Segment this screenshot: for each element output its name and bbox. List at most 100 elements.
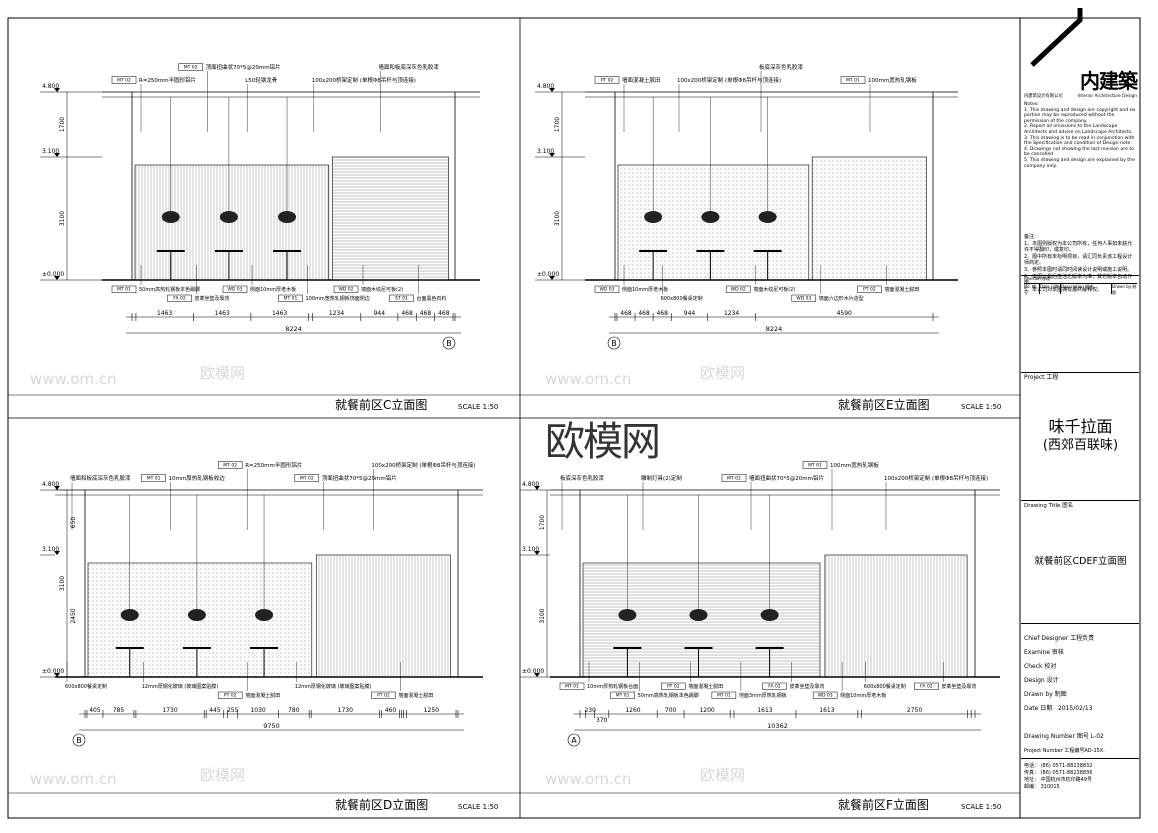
material-callout: 皮革坐垫及靠背 xyxy=(195,295,230,302)
material-callout: 10mm厚热轧钢板收边 xyxy=(169,474,226,482)
elevation-title: 就餐前区D立面图 xyxy=(335,797,428,812)
level-label: 3.100 xyxy=(537,148,554,155)
material-code-tag xyxy=(914,682,939,690)
material-callout: 墙面混凝土腻田 xyxy=(688,683,723,690)
level-label: 4.800 xyxy=(522,481,539,488)
vertical-dimension: 3100 xyxy=(59,576,66,591)
pendant-lamp-icon xyxy=(758,211,777,223)
material-callout: 600x800餐桌定制 xyxy=(661,295,703,302)
dimension-value: 1200 xyxy=(699,707,714,714)
material-code: PT 02 xyxy=(863,287,876,293)
material-callout: 12mm厚钢化玻璃 (玻璃图案贴膜) xyxy=(295,683,372,690)
dimension-value: 1250 xyxy=(424,707,439,714)
material-code: ST 01 xyxy=(395,296,408,302)
material-code: MT 02 xyxy=(300,476,314,482)
notes-cn-heading: 备注: xyxy=(1024,234,1036,240)
material-callout: 100x200桥架定制 (单根Φ8吊杆与顶连接) xyxy=(371,461,475,469)
level-marker-icon xyxy=(549,153,555,157)
material-callout: R=250mm半圆形铝片 xyxy=(139,76,196,84)
wall-finish-panel xyxy=(824,554,968,678)
material-callout: 100mm宽热轧钢板饰面侧边 xyxy=(306,295,370,302)
material-callout: 100x200桥架定制 (单根Φ8吊杆与顶连接) xyxy=(677,76,781,84)
material-callout: L50轻钢龙骨 xyxy=(245,76,278,84)
material-callout: 顶面扭曲状70*5@20mm铝片 xyxy=(322,474,397,482)
total-dimension: 8224 xyxy=(766,325,783,333)
material-callout-group: 600x800餐桌定制 xyxy=(864,662,906,690)
material-callout: 墙面混凝土腻田 xyxy=(622,76,661,84)
logo-mark xyxy=(1030,8,1083,67)
dimension-value: 468 xyxy=(656,310,668,317)
material-callout: 600x800餐桌定制 xyxy=(864,683,906,690)
material-callout-group: 12mm厚钢化玻璃 (玻璃图案贴膜) xyxy=(142,662,218,690)
table-top xyxy=(755,647,784,649)
pendant-lamp-icon xyxy=(618,609,637,621)
dimension-value: 230 xyxy=(584,707,596,714)
table-top xyxy=(613,647,642,649)
revision-heading: Revision 修改 xyxy=(1024,276,1050,281)
dimension-value: 255 xyxy=(227,707,239,714)
pendant-lamp-icon xyxy=(760,609,779,621)
material-code-tag xyxy=(167,294,192,302)
vertical-dimension: 1700 xyxy=(59,117,66,132)
table-top xyxy=(156,250,185,252)
table-top xyxy=(182,647,211,649)
level-label: 4.800 xyxy=(42,481,59,488)
level-marker-icon xyxy=(54,153,60,157)
vertical-dimension: 1700 xyxy=(554,117,561,132)
material-code: MT 01 xyxy=(147,476,161,482)
note-cn: 3、参照本图时请同时阅读设计说明或施工说明。 xyxy=(1024,266,1133,273)
material-callout: 顶面扭曲状70*5@20mm铝片 xyxy=(206,63,281,71)
note-cn: 1、本图则版权为本公司所有，任何人事如未获允许不得翻印，或复印。 xyxy=(1024,240,1133,254)
pendant-lamp-icon xyxy=(644,211,663,223)
revision-col: No. 编号 xyxy=(1024,283,1036,296)
section-mark-label: B xyxy=(611,339,617,348)
note-cn: 2、图中所有未标明项目，请汇同负责该工程设计师商定。 xyxy=(1024,253,1133,267)
material-callout-group: 100x200桥架定制 (单根Φ8吊杆与顶连接) xyxy=(371,461,476,530)
dimension-value: 370 xyxy=(596,717,608,724)
material-code: WD 03 xyxy=(227,287,242,293)
pendant-lamp-icon xyxy=(187,609,206,621)
material-callout-group: 雕制灯具(2)定制 xyxy=(641,474,682,530)
design-label: Design 设计 xyxy=(1024,677,1059,684)
material-callout-group: MT 01 10mm厚热轧钢板收边 xyxy=(141,474,226,530)
table-top xyxy=(115,647,144,649)
address: 地址： 中国杭州市杭印路49号 xyxy=(1024,777,1092,783)
elevation-title: 就餐前区F立面图 xyxy=(838,797,929,812)
level-marker-icon xyxy=(549,88,555,92)
material-code: PT 02 xyxy=(601,78,614,84)
material-callout: 台面黑色石料 xyxy=(417,295,447,302)
fax: 传真： (86) 0571-88238836 xyxy=(1024,770,1093,776)
dimension-value: 1613 xyxy=(819,707,834,714)
level-marker-icon xyxy=(54,551,60,555)
dimension-value: 1730 xyxy=(162,707,177,714)
material-callout: 板底深灰色乳胶漆 xyxy=(759,63,804,71)
material-callout-group: PT 02 墙面混凝土腻田 xyxy=(594,76,661,132)
material-callout: 板底深灰色乳胶漆 xyxy=(560,474,605,482)
material-code: FA 02 xyxy=(920,684,933,690)
material-code: FA 02 xyxy=(768,684,781,690)
drawing-number-label: Drawing Number 图号 xyxy=(1024,733,1089,740)
watermark-url: www.om.cn xyxy=(30,370,117,388)
table-top xyxy=(753,250,782,252)
material-code-tag xyxy=(559,682,585,690)
pendant-lamp-icon xyxy=(689,609,708,621)
pendant-lamp-icon xyxy=(161,211,180,223)
material-code: PT 02 xyxy=(224,693,237,699)
material-code: WD 03 xyxy=(796,296,811,302)
material-callout-group: 12mm厚钢化玻璃 (玻璃图案贴膜) xyxy=(295,662,372,690)
material-code-tag xyxy=(812,691,838,699)
table-top xyxy=(214,250,243,252)
material-callout-group: 100x200桥架定制 (单根Φ8吊杆与顶连接) xyxy=(677,76,781,132)
vertical-dimension: 3100 xyxy=(59,211,66,226)
project-number-label: Project Number 工程编号 xyxy=(1024,748,1085,754)
drawing-number: L-02 xyxy=(1090,733,1104,740)
dimension-value: 1463 xyxy=(272,310,287,317)
level-label: 4.800 xyxy=(42,83,59,90)
pendant-lamp-icon xyxy=(278,211,297,223)
level-label: 3.100 xyxy=(42,148,59,155)
